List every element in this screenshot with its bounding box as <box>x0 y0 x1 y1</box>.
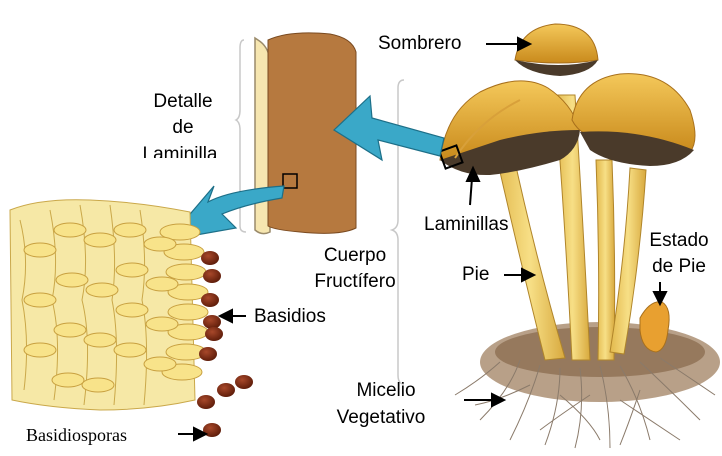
arrow-estado-de-pie <box>654 282 666 304</box>
spore <box>197 395 215 409</box>
spore <box>217 383 235 397</box>
spores <box>197 251 253 437</box>
label-cuerpo-line2: Fructífero <box>300 271 410 293</box>
spore <box>203 315 221 329</box>
arrow-micelio <box>464 394 504 406</box>
spore <box>199 347 217 361</box>
spore <box>205 327 223 341</box>
arrow-basidiosporas <box>178 428 206 440</box>
spore <box>201 293 219 307</box>
label-sombrero: Sombrero <box>378 33 461 55</box>
arrow-sombrero <box>486 38 530 50</box>
spore <box>235 375 253 389</box>
label-detalle-line3: Laminilla <box>124 144 236 158</box>
spore <box>201 251 219 265</box>
label-micelio-line2: Vegetativo <box>316 407 446 429</box>
label-estado-line2: de Pie <box>636 256 722 278</box>
label-pie: Pie <box>462 264 489 286</box>
hymenium-section <box>10 200 208 410</box>
label-basidiosporas: Basidiosporas <box>26 424 127 446</box>
spore <box>203 269 221 283</box>
label-laminillas: Laminillas <box>424 214 508 236</box>
label-detalle-line2: de <box>134 117 232 139</box>
arrow-basidios <box>220 310 246 322</box>
label-micelio-line1: Micelio <box>326 380 446 402</box>
label-cuerpo-line1: Cuerpo <box>300 245 410 267</box>
label-estado-line1: Estado <box>636 230 722 252</box>
label-basidios: Basidios <box>254 306 326 328</box>
label-detalle-line1: Detalle <box>134 91 232 113</box>
